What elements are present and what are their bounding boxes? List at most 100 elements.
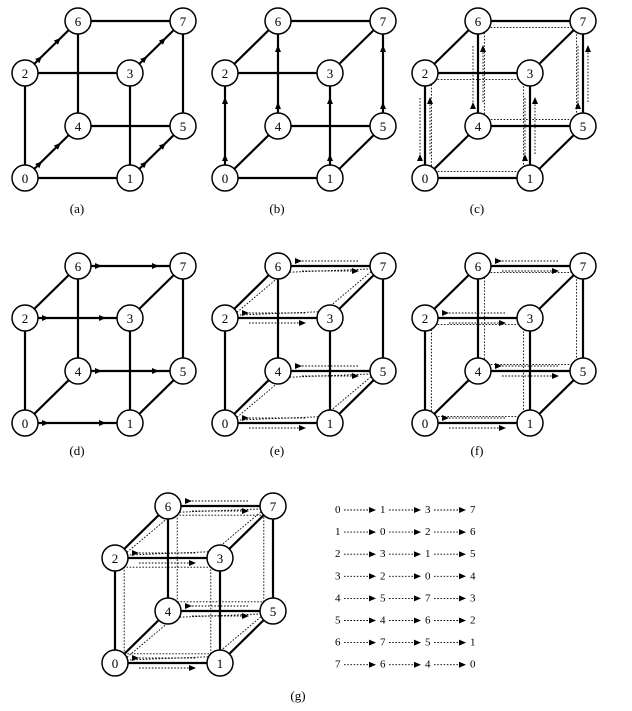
sequence-node: 4 bbox=[470, 570, 476, 582]
cube-node: 0 bbox=[411, 164, 439, 192]
node-circle bbox=[516, 304, 544, 332]
cube-node: 1 bbox=[116, 164, 144, 192]
node-circle bbox=[154, 597, 182, 625]
node-circle bbox=[259, 597, 287, 625]
node-label: 3 bbox=[127, 311, 134, 326]
node-circle bbox=[11, 164, 39, 192]
accumulated-path bbox=[232, 373, 376, 421]
sequence-node: 2 bbox=[470, 615, 476, 627]
node-circle bbox=[464, 252, 492, 280]
node-circle bbox=[211, 304, 239, 332]
node-label: 7 bbox=[380, 259, 387, 274]
node-circle bbox=[316, 409, 344, 437]
cube-node: 2 bbox=[211, 59, 239, 87]
cube-node: 1 bbox=[116, 409, 144, 437]
node-label: 5 bbox=[270, 604, 277, 619]
node-label: 3 bbox=[217, 551, 224, 566]
node-label: 4 bbox=[165, 604, 172, 619]
node-circle bbox=[259, 492, 287, 520]
node-circle bbox=[264, 112, 292, 140]
node-label: 2 bbox=[222, 66, 229, 81]
node-label: 1 bbox=[127, 171, 134, 186]
node-label: 1 bbox=[527, 171, 534, 186]
panel-caption: (a) bbox=[70, 201, 84, 216]
sequence-node: 0 bbox=[470, 659, 476, 671]
node-label: 5 bbox=[380, 364, 387, 379]
node-circle bbox=[169, 7, 197, 35]
node-circle bbox=[411, 409, 439, 437]
node-label: 1 bbox=[327, 416, 334, 431]
node-circle bbox=[464, 7, 492, 35]
cube-node: 0 bbox=[11, 164, 39, 192]
node-label: 6 bbox=[475, 14, 482, 29]
node-label: 5 bbox=[580, 364, 587, 379]
node-circle bbox=[264, 7, 292, 35]
node-label: 2 bbox=[22, 311, 29, 326]
cube-node: 3 bbox=[516, 59, 544, 87]
node-label: 1 bbox=[127, 416, 134, 431]
cube-node: 6 bbox=[464, 252, 492, 280]
cube-node: 7 bbox=[569, 252, 597, 280]
node-circle bbox=[464, 357, 492, 385]
node-circle bbox=[411, 59, 439, 87]
node-label: 5 bbox=[180, 119, 187, 134]
sequence-node: 3 bbox=[425, 504, 431, 516]
node-circle bbox=[369, 357, 397, 385]
panel-caption: (b) bbox=[269, 201, 284, 216]
cube-node: 2 bbox=[411, 304, 439, 332]
node-label: 0 bbox=[222, 171, 229, 186]
node-label: 2 bbox=[22, 66, 29, 81]
cube-node: 4 bbox=[464, 112, 492, 140]
node-circle bbox=[116, 409, 144, 437]
node-label: 6 bbox=[75, 14, 82, 29]
panel-caption: (f) bbox=[471, 443, 484, 458]
node-circle bbox=[464, 112, 492, 140]
node-circle bbox=[516, 409, 544, 437]
node-circle bbox=[211, 409, 239, 437]
node-circle bbox=[369, 112, 397, 140]
communication-arrow bbox=[35, 142, 62, 169]
cube-node: 5 bbox=[369, 112, 397, 140]
node-circle bbox=[11, 409, 39, 437]
sequence-node: 7 bbox=[425, 592, 431, 604]
node-label: 6 bbox=[475, 259, 482, 274]
cube-node: 7 bbox=[169, 252, 197, 280]
node-circle bbox=[516, 164, 544, 192]
sequence-node: 7 bbox=[335, 659, 341, 671]
node-circle bbox=[411, 164, 439, 192]
sequence-node: 1 bbox=[380, 504, 386, 516]
cube-node: 5 bbox=[369, 357, 397, 385]
communication-arrow bbox=[140, 37, 167, 64]
sequence-node: 3 bbox=[380, 548, 386, 560]
node-label: 4 bbox=[275, 119, 282, 134]
cube-node: 6 bbox=[64, 252, 92, 280]
node-label: 3 bbox=[527, 66, 534, 81]
accumulated-path bbox=[430, 78, 525, 173]
node-circle bbox=[116, 304, 144, 332]
node-label: 1 bbox=[217, 656, 224, 671]
node-circle bbox=[569, 252, 597, 280]
cube-node: 5 bbox=[169, 357, 197, 385]
sequence-node: 4 bbox=[335, 592, 341, 604]
node-label: 7 bbox=[180, 259, 187, 274]
cube-node: 3 bbox=[116, 59, 144, 87]
communication-arrow bbox=[35, 37, 62, 64]
sequence-node: 4 bbox=[425, 659, 431, 671]
node-circle bbox=[64, 7, 92, 35]
sequence-node: 7 bbox=[470, 504, 476, 516]
sequence-node: 3 bbox=[335, 570, 341, 582]
node-circle bbox=[369, 252, 397, 280]
node-label: 7 bbox=[580, 14, 587, 29]
cube-node: 1 bbox=[516, 164, 544, 192]
node-label: 2 bbox=[422, 66, 429, 81]
node-label: 1 bbox=[327, 171, 334, 186]
accumulated-path bbox=[232, 268, 376, 316]
cube-node: 4 bbox=[264, 112, 292, 140]
cube-node: 4 bbox=[264, 357, 292, 385]
cube-node: 3 bbox=[116, 304, 144, 332]
